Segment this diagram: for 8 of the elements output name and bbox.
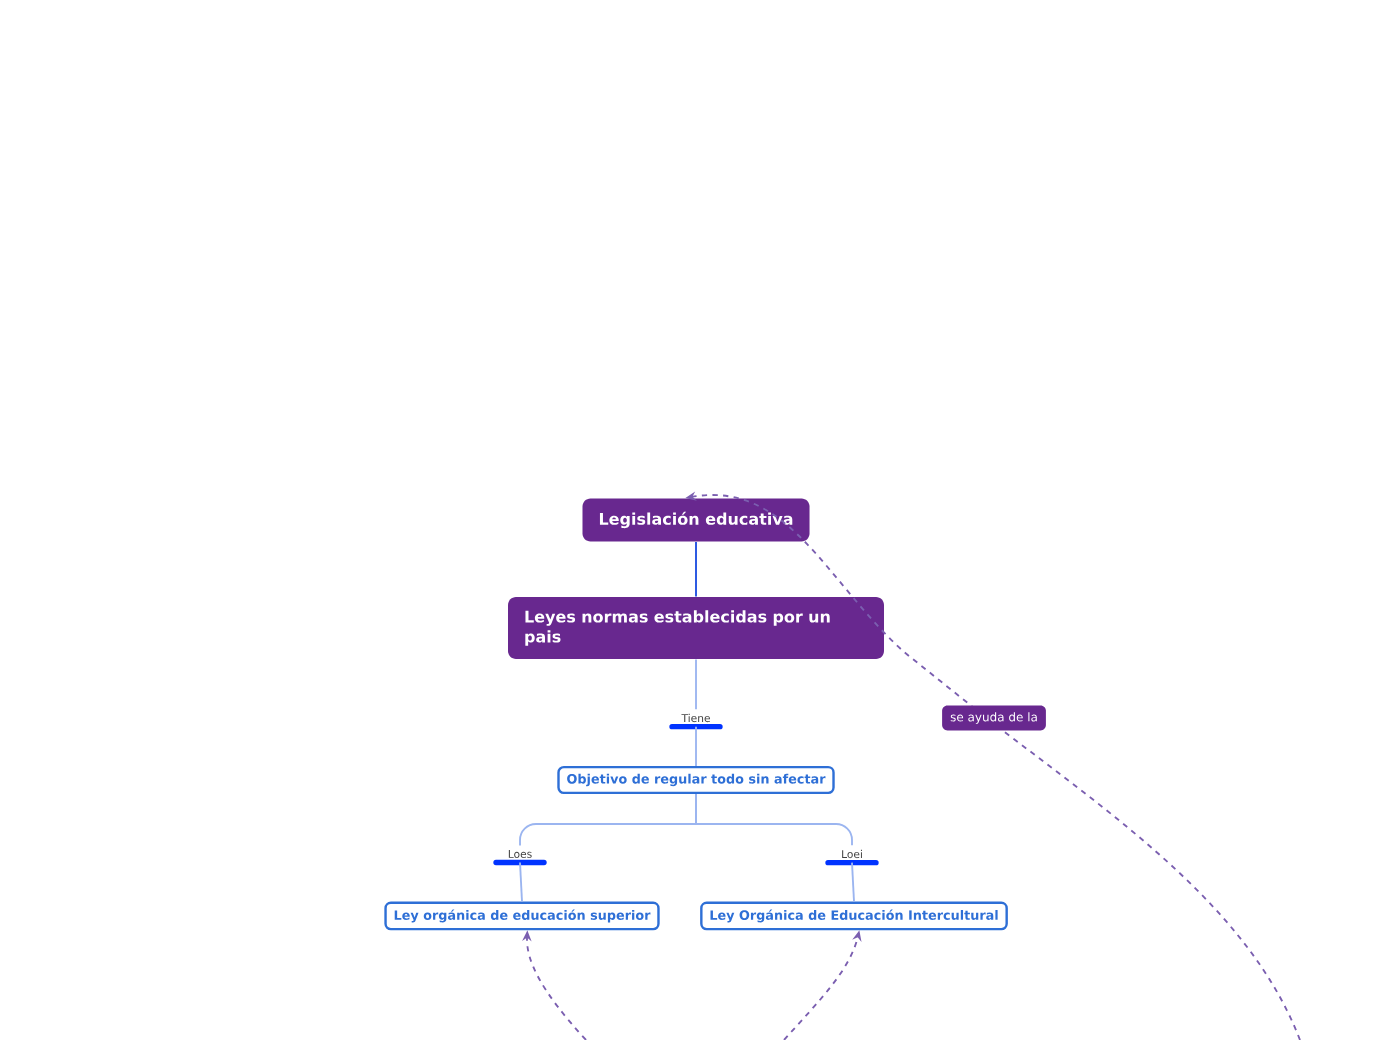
connector-line <box>695 658 697 711</box>
connector-line <box>695 793 853 847</box>
topic-box: Leyes normas establecidas por un pais <box>508 596 884 660</box>
connector-line <box>695 541 697 598</box>
connector-line <box>695 725 697 767</box>
connector-line <box>519 861 523 903</box>
topic-box: Legislación educativa <box>582 498 810 542</box>
connector-line <box>851 861 855 903</box>
